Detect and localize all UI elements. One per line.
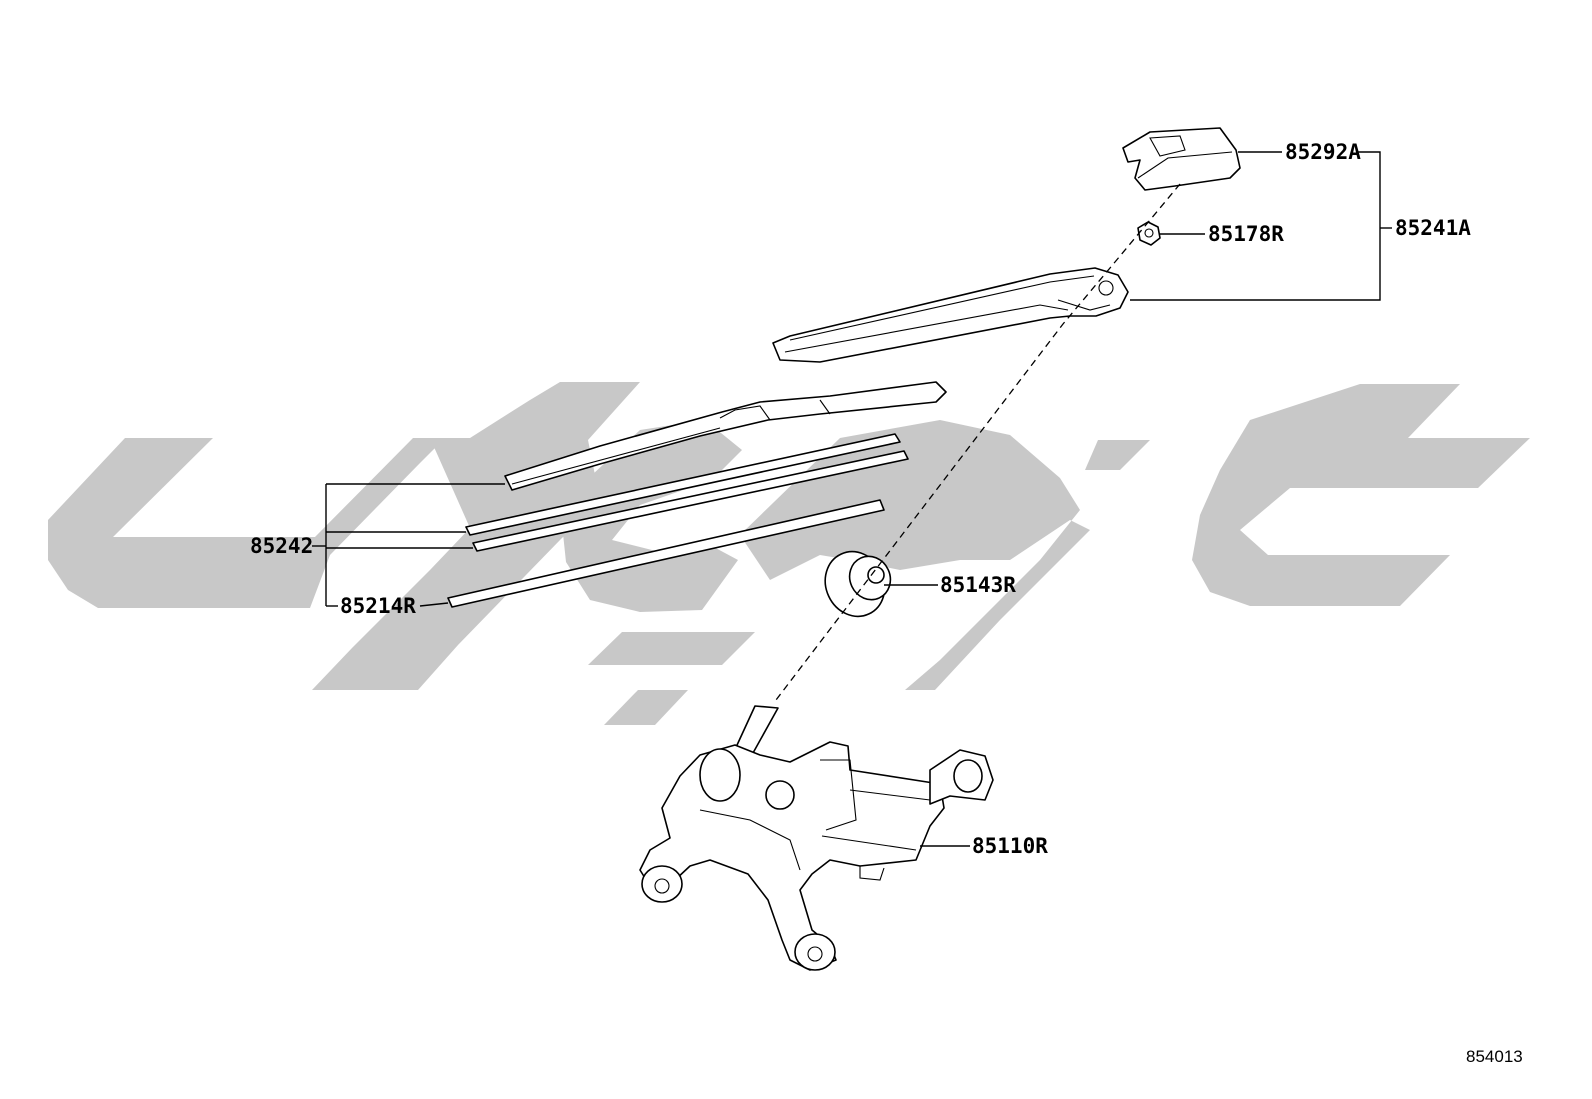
wiper-motor[interactable] [639, 705, 994, 971]
illustration-code: 854013 [1466, 1047, 1523, 1066]
label-85242: 85242 [250, 534, 313, 558]
leader-lines [312, 151, 1392, 847]
pivot-cap[interactable] [815, 542, 898, 626]
wiper-arm[interactable] [772, 267, 1129, 363]
label-85178R: 85178R [1208, 222, 1284, 246]
assembly-axis-line [775, 183, 1181, 701]
label-85110R: 85110R [972, 834, 1048, 858]
blade-rubber-strips[interactable] [447, 433, 909, 608]
label-85292A: 85292A [1285, 140, 1361, 164]
label-85241A: 85241A [1395, 216, 1471, 240]
arm-nut[interactable] [1137, 221, 1161, 246]
label-85214R: 85214R [340, 594, 416, 618]
wiper-arm-cap[interactable] [1122, 127, 1241, 191]
wiper-blade[interactable] [504, 381, 947, 491]
label-85143R: 85143R [940, 573, 1016, 597]
